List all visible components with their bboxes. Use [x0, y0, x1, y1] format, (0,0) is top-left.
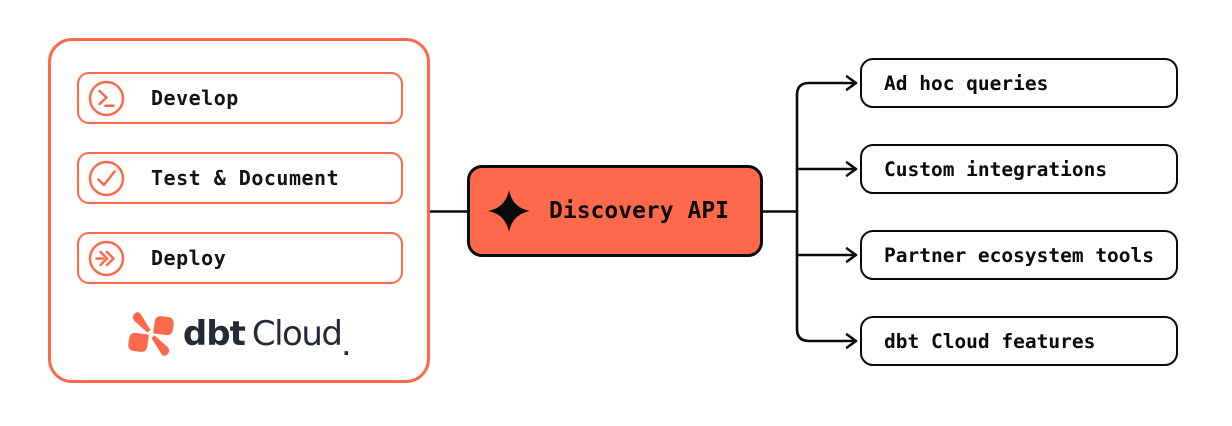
logo-text-cloud: Cloud: [251, 314, 343, 354]
node-label: Custom integrations: [884, 157, 1108, 181]
arrowhead-icon: [845, 333, 858, 349]
logo-trademark-dot: .: [342, 336, 351, 360]
dbt-cloud-logo: dbt Cloud .: [51, 311, 427, 360]
dbt-cloud-panel: Develop Test & Document Deploy: [48, 38, 430, 383]
node-custom-integrations: Custom integrations: [860, 144, 1178, 194]
hub-label: Discovery API: [549, 198, 730, 224]
arrowhead-icon: [845, 161, 858, 177]
node-label: Ad hoc queries: [884, 71, 1049, 95]
node-develop: Develop: [77, 72, 403, 124]
node-label: Deploy: [151, 246, 227, 270]
node-label: dbt Cloud features: [884, 329, 1096, 353]
connector-trunk: [795, 81, 810, 343]
node-partner-ecosystem-tools: Partner ecosystem tools: [860, 230, 1178, 280]
circle-fast-forward-icon: [88, 240, 125, 276]
node-test-document: Test & Document: [77, 152, 403, 204]
node-deploy: Deploy: [77, 232, 403, 284]
dbt-logo-mark-icon: [128, 312, 174, 356]
logo-text-dbt: dbt: [182, 314, 246, 354]
node-discovery-api: Discovery API: [467, 165, 763, 257]
node-label: Partner ecosystem tools: [884, 243, 1155, 267]
arrowhead-icon: [845, 247, 858, 263]
node-dbt-cloud-features: dbt Cloud features: [860, 316, 1178, 366]
circle-check-icon: [88, 160, 125, 196]
terminal-prompt-icon: [88, 80, 125, 116]
arrowhead-icon: [845, 75, 858, 91]
node-label: Develop: [151, 86, 239, 110]
sparkle-icon: [488, 190, 530, 232]
node-label: Test & Document: [151, 166, 340, 190]
node-ad-hoc-queries: Ad hoc queries: [860, 58, 1178, 108]
